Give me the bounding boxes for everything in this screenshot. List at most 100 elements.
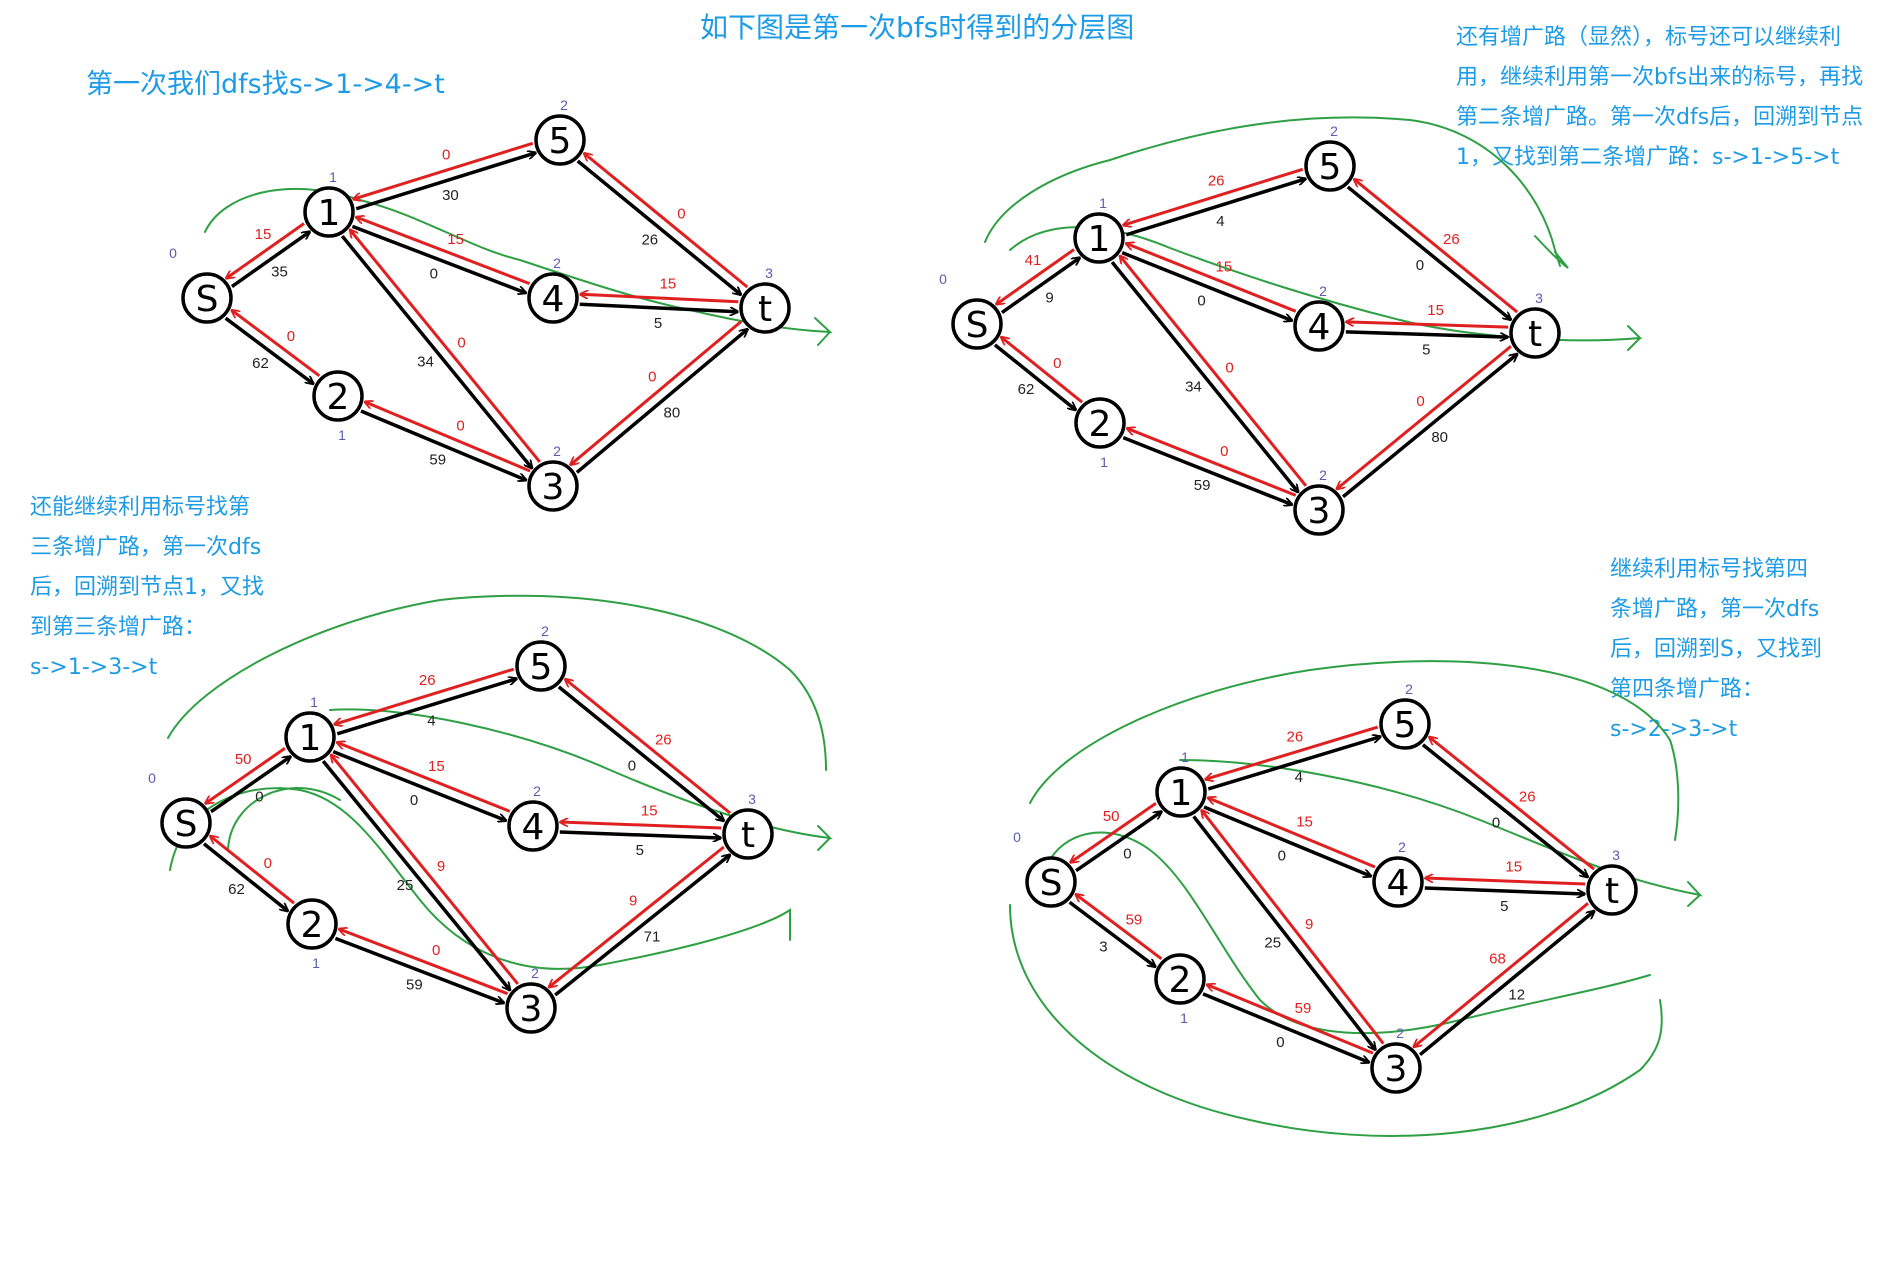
edge-forward-1-5 — [1207, 737, 1380, 791]
node-3: 32 — [1293, 467, 1345, 536]
reverse-capacity-label: 0 — [287, 328, 295, 345]
edge-reverse-1-5 — [334, 667, 515, 724]
node-label: 5 — [549, 121, 572, 162]
reverse-capacity-label: 15 — [255, 226, 272, 243]
forward-capacity-label: 4 — [1216, 213, 1224, 230]
node-2: 21 — [1154, 953, 1206, 1026]
reverse-capacity-label: 68 — [1489, 950, 1506, 967]
node-level-label: 1 — [312, 955, 320, 971]
edge-reverse-2-3 — [1207, 985, 1374, 1055]
node-circle — [1074, 397, 1126, 449]
node-level-label: 2 — [541, 623, 549, 639]
forward-capacity-label: 80 — [1431, 429, 1448, 446]
node-level-label: 1 — [338, 427, 346, 443]
node-level-label: 1 — [329, 169, 337, 185]
reverse-capacity-label: 0 — [442, 147, 450, 164]
node-label: S — [1040, 863, 1063, 904]
reverse-capacity-label: 0 — [1416, 393, 1424, 410]
forward-capacity-label: 34 — [1185, 379, 1202, 396]
node-label: 1 — [1088, 219, 1111, 260]
edge-reverse-1-3 — [350, 230, 541, 463]
node-level-label: 0 — [148, 770, 156, 786]
reverse-capacity-label: 15 — [1505, 858, 1522, 875]
node-level-label: 3 — [1612, 847, 1620, 863]
reverse-capacity-label: 26 — [419, 672, 436, 689]
node-level-label: 2 — [553, 255, 561, 271]
edge-reverse-1-3 — [331, 755, 519, 985]
path-sketch-curve — [1534, 235, 1569, 269]
forward-capacity-label: 4 — [1295, 769, 1303, 786]
node-label: 5 — [1394, 705, 1417, 746]
edge-reverse-4-t — [1346, 322, 1509, 329]
reverse-capacity-label: 0 — [432, 942, 440, 959]
node-label: 4 — [1308, 307, 1331, 348]
edge-reverse-s-1 — [205, 747, 286, 803]
edge-forward-s-1 — [230, 232, 310, 288]
node-level-label: 2 — [1319, 283, 1327, 299]
node-level-label: 2 — [553, 443, 561, 459]
node-label: 4 — [1387, 863, 1410, 904]
forward-capacity-label: 0 — [1278, 847, 1286, 864]
node-level-label: 2 — [531, 965, 539, 981]
node-level-label: 3 — [765, 265, 773, 281]
reverse-capacity-label: 0 — [457, 335, 465, 352]
augmenting-path-sketches — [204, 187, 833, 346]
caption-line: s->1->3->t — [30, 655, 158, 680]
forward-capacity-label: 25 — [397, 877, 414, 894]
node-circle — [1372, 856, 1424, 908]
node-level-label: 0 — [1013, 829, 1021, 845]
edge-forward-1-5 — [336, 679, 516, 736]
node-label: t — [1605, 871, 1619, 912]
node-circle — [534, 114, 586, 166]
node-3: 32 — [527, 443, 579, 512]
reverse-capacity-label: 15 — [1216, 258, 1233, 275]
caption-line: s->2->3->t — [1610, 717, 1738, 742]
graph-panel-1: 3515620300015340590260515800S01121324252… — [169, 97, 833, 512]
node-circle — [527, 272, 579, 324]
caption-line: 条增广路，第一次dfs — [1610, 597, 1820, 622]
node-circle — [160, 797, 212, 849]
forward-capacity-label: 59 — [429, 451, 446, 468]
caption-line: 第一次我们dfs找s->1->4->t — [86, 69, 445, 100]
node-level-label: 2 — [1398, 839, 1406, 855]
forward-capacity-label: 62 — [1018, 381, 1035, 398]
node-s: S0 — [1013, 829, 1077, 908]
node-circle — [507, 800, 559, 852]
reverse-capacity-label: 59 — [1126, 911, 1143, 928]
forward-capacity-label: 5 — [1422, 341, 1430, 358]
forward-capacity-label: 59 — [1194, 477, 1211, 494]
edge-reverse-3-t — [570, 320, 743, 465]
edge-reverse-s-2 — [1076, 894, 1163, 960]
forward-capacity-label: 0 — [1276, 1034, 1284, 1051]
forward-capacity-label: 0 — [255, 788, 263, 805]
edge-forward-2-3 — [334, 936, 504, 1003]
edge-reverse-s-1 — [226, 222, 305, 278]
edge-forward-1-4 — [332, 750, 506, 821]
node-3: 32 — [1370, 1025, 1422, 1094]
edge-forward-5-t — [1421, 743, 1588, 877]
node-label: S — [966, 305, 989, 346]
forward-capacity-label: 3 — [1099, 938, 1107, 955]
path-sketch-curve — [1179, 759, 1703, 907]
forward-capacity-label: 9 — [1045, 289, 1053, 306]
edge-reverse-1-5 — [353, 141, 534, 199]
node-circle — [1304, 140, 1356, 192]
edges — [226, 141, 748, 480]
node-level-label: 2 — [1396, 1025, 1404, 1041]
node-label: 2 — [1169, 960, 1192, 1001]
caption-line: 1，又找到第二条增广路：s->1->5->t — [1456, 145, 1840, 170]
edge-forward-s-1 — [210, 756, 291, 814]
node-level-label: 2 — [533, 783, 541, 799]
edge-reverse-1-4 — [1126, 243, 1297, 313]
edges — [993, 167, 1517, 504]
edge-forward-1-3 — [340, 234, 532, 468]
forward-capacity-label: 0 — [1492, 815, 1500, 832]
node-s: S0 — [169, 245, 233, 324]
forward-capacity-label: 35 — [271, 263, 288, 280]
reverse-capacity-label: 9 — [437, 858, 445, 875]
edge-forward-2-3 — [1202, 992, 1369, 1062]
edge-reverse-1-4 — [356, 217, 531, 286]
reverse-capacity-label: 0 — [456, 418, 464, 435]
edge-reverse-2-3 — [1127, 428, 1297, 497]
